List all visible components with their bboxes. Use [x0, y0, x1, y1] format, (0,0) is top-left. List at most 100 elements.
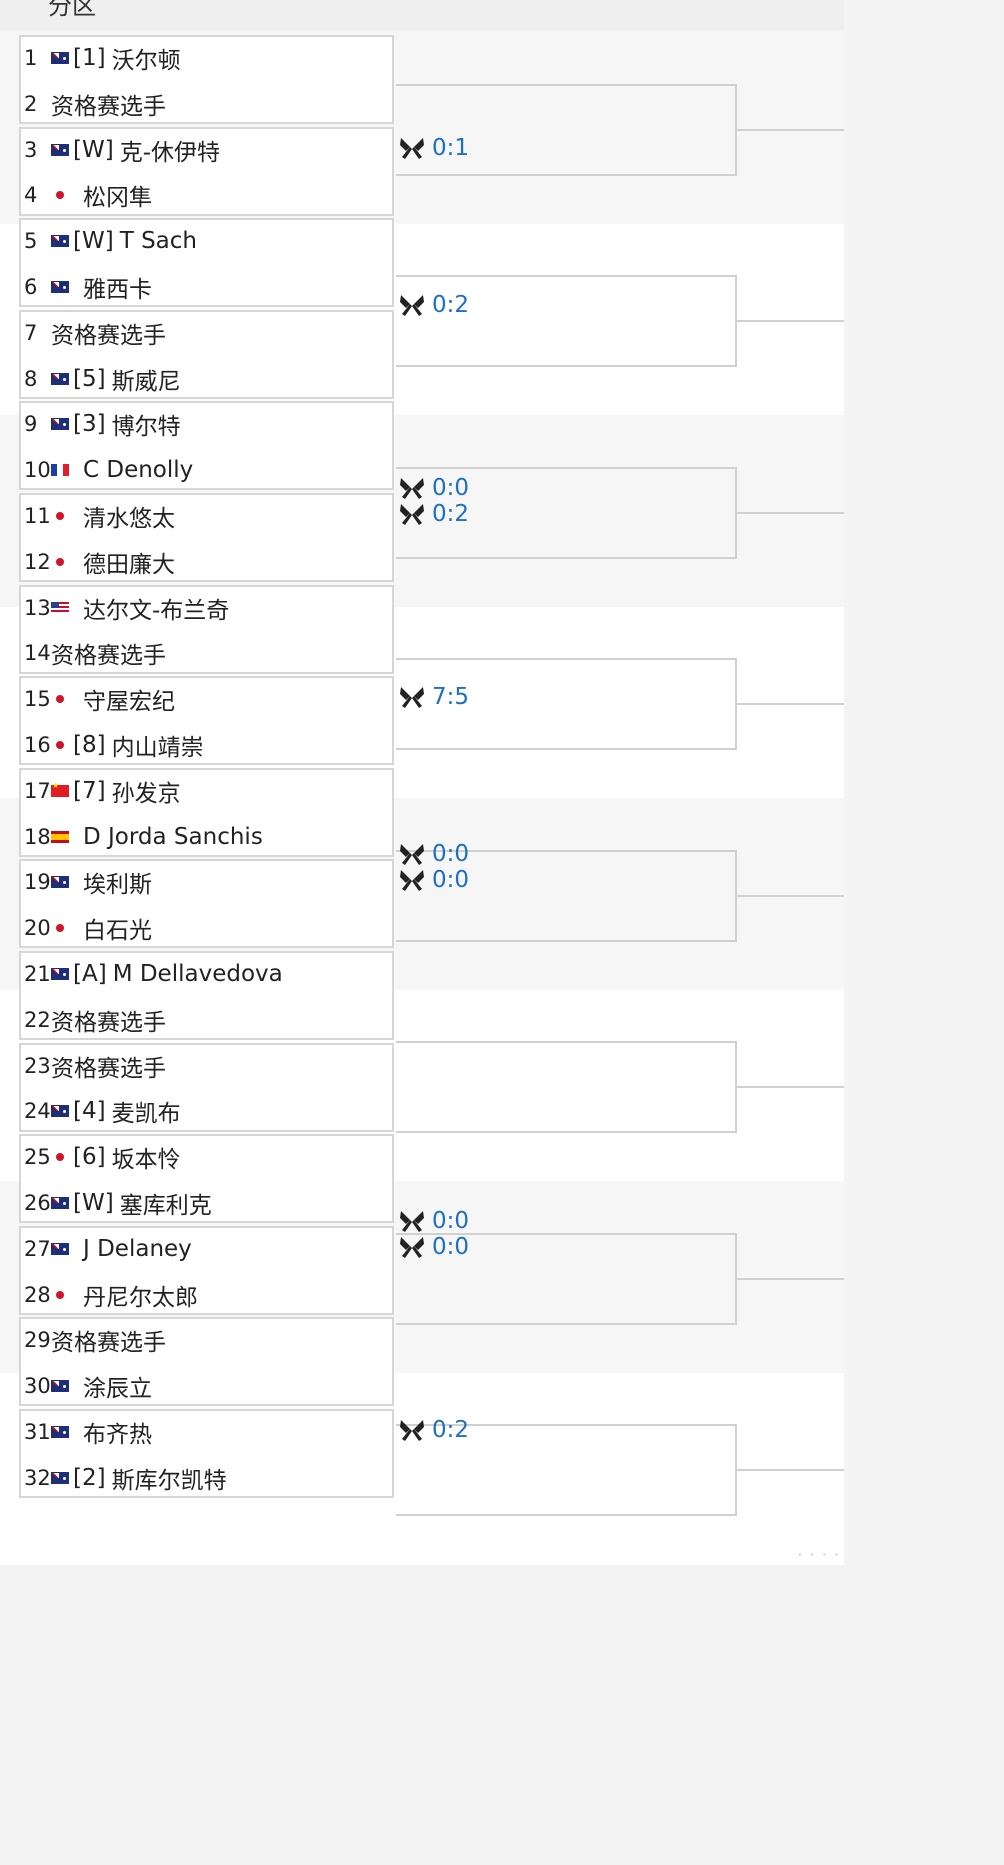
first-round-match[interactable] — [19, 309, 394, 399]
player-row[interactable]: 26[W]塞库利克 — [20, 1181, 392, 1225]
player-name[interactable]: C Denolly — [83, 457, 194, 484]
player-row[interactable]: 5[W]T Sach — [20, 219, 392, 263]
player-name[interactable]: 资格赛选手 — [51, 1055, 166, 1082]
match-score[interactable]: 0:0 — [398, 867, 469, 893]
player-name[interactable]: D Jorda Sanchis — [83, 823, 263, 850]
first-round-match[interactable] — [19, 401, 394, 491]
match-score[interactable]: 7:5 — [398, 684, 469, 710]
player-name[interactable]: 清水悠太 — [83, 506, 175, 532]
player-row[interactable]: 9[3]博尔特 — [20, 402, 392, 446]
first-round-match[interactable] — [19, 1225, 394, 1315]
crossed-rackets-icon — [398, 1209, 432, 1233]
match-score[interactable]: 0:0 — [398, 841, 469, 867]
match-score[interactable]: 0:1 — [398, 135, 469, 161]
first-round-match[interactable] — [19, 1042, 394, 1132]
player-name[interactable]: 涂辰立 — [83, 1376, 152, 1403]
match-score[interactable]: 0:0 — [398, 1234, 469, 1260]
first-round-match[interactable] — [19, 218, 394, 308]
match-score[interactable]: 0:2 — [398, 292, 469, 318]
player-name[interactable]: 丹尼尔太郎 — [83, 1284, 198, 1311]
player-name[interactable]: 资格赛选手 — [51, 1330, 166, 1357]
player-name[interactable]: 克-休伊特 — [119, 139, 221, 166]
player-row[interactable]: 3[W]克-休伊特 — [20, 128, 392, 172]
first-round-match[interactable] — [19, 859, 394, 949]
player-row[interactable]: 24[4]麦凯布 — [20, 1089, 392, 1133]
player-name[interactable]: 斯威尼 — [111, 368, 181, 395]
player-name[interactable]: 雅西卡 — [83, 277, 152, 303]
player-name[interactable]: 白石光 — [83, 918, 152, 945]
player-name[interactable]: 内山靖崇 — [111, 735, 204, 761]
player-row[interactable]: 8[5]斯威尼 — [20, 357, 392, 401]
player-name[interactable]: 麦凯布 — [111, 1101, 181, 1128]
player-name[interactable]: J Delaney — [83, 1235, 192, 1262]
player-name[interactable]: 达尔文-布兰奇 — [83, 597, 230, 624]
player-name[interactable]: 资格赛选手 — [51, 93, 166, 120]
player-name[interactable]: 资格赛选手 — [51, 643, 166, 670]
match-score[interactable]: 0:2 — [398, 501, 469, 527]
bracket-next-line — [737, 894, 844, 897]
player-name[interactable]: 塞库利克 — [119, 1193, 212, 1219]
player-name[interactable]: T Sach — [119, 228, 197, 255]
draw-position-number: 30 — [24, 1374, 51, 1399]
player-row[interactable]: 1[1]沃尔顿 — [20, 36, 392, 80]
player-row[interactable]: 21[A]M Dellavedova — [20, 952, 392, 996]
first-round-match[interactable] — [19, 584, 394, 674]
player-name[interactable]: M Dellavedova — [112, 961, 283, 987]
player-row[interactable]: 16[8]内山靖崇 — [20, 723, 392, 767]
first-round-match[interactable] — [19, 676, 394, 766]
player-name[interactable]: 埃利斯 — [83, 872, 152, 899]
draw-position-number: 32 — [24, 1465, 51, 1490]
player-name[interactable]: 德田廉大 — [83, 551, 175, 578]
player-name[interactable]: 坂本怜 — [111, 1147, 181, 1174]
first-round-match[interactable] — [19, 1409, 394, 1498]
score-value: 0:0 — [432, 841, 470, 868]
seed-label: [7] — [73, 777, 106, 804]
player-row[interactable]: 32[2]斯库尔凯特 — [20, 1456, 392, 1500]
player-name[interactable]: 沃尔顿 — [111, 48, 181, 74]
first-round-match[interactable] — [19, 35, 394, 124]
player-name[interactable]: 资格赛选手 — [51, 1009, 166, 1036]
player-row[interactable]: 30 涂辰立 — [20, 1364, 392, 1408]
player-name[interactable]: 松冈隼 — [83, 185, 152, 212]
player-name[interactable]: 守屋宏纪 — [83, 689, 175, 716]
flag-au-icon — [51, 1197, 69, 1209]
player-row[interactable]: 25[6]坂本怜 — [20, 1135, 392, 1179]
player-name[interactable]: 布齐热 — [83, 1422, 152, 1448]
flag-cn-icon — [51, 781, 69, 797]
first-round-match[interactable] — [19, 767, 394, 857]
score-value: 0:1 — [432, 134, 470, 161]
match-score[interactable]: 0:0 — [398, 1208, 469, 1234]
first-round-match[interactable] — [19, 1317, 394, 1407]
player-row[interactable]: 17[7]孙发京 — [20, 769, 392, 813]
first-round-match[interactable] — [19, 493, 394, 582]
player-name[interactable]: 资格赛选手 — [51, 322, 166, 349]
first-round-match[interactable] — [19, 951, 394, 1040]
player-name[interactable]: 斯库尔凯特 — [111, 1467, 227, 1494]
first-round-match[interactable] — [19, 126, 394, 216]
player-name[interactable]: 孙发京 — [111, 780, 181, 807]
flag-au-icon — [51, 235, 69, 248]
match-score[interactable]: 0:2 — [398, 1417, 469, 1443]
first-round-match[interactable] — [19, 1134, 394, 1224]
player-name[interactable]: 博尔特 — [111, 414, 181, 441]
match-score[interactable]: 0:0 — [398, 475, 469, 501]
